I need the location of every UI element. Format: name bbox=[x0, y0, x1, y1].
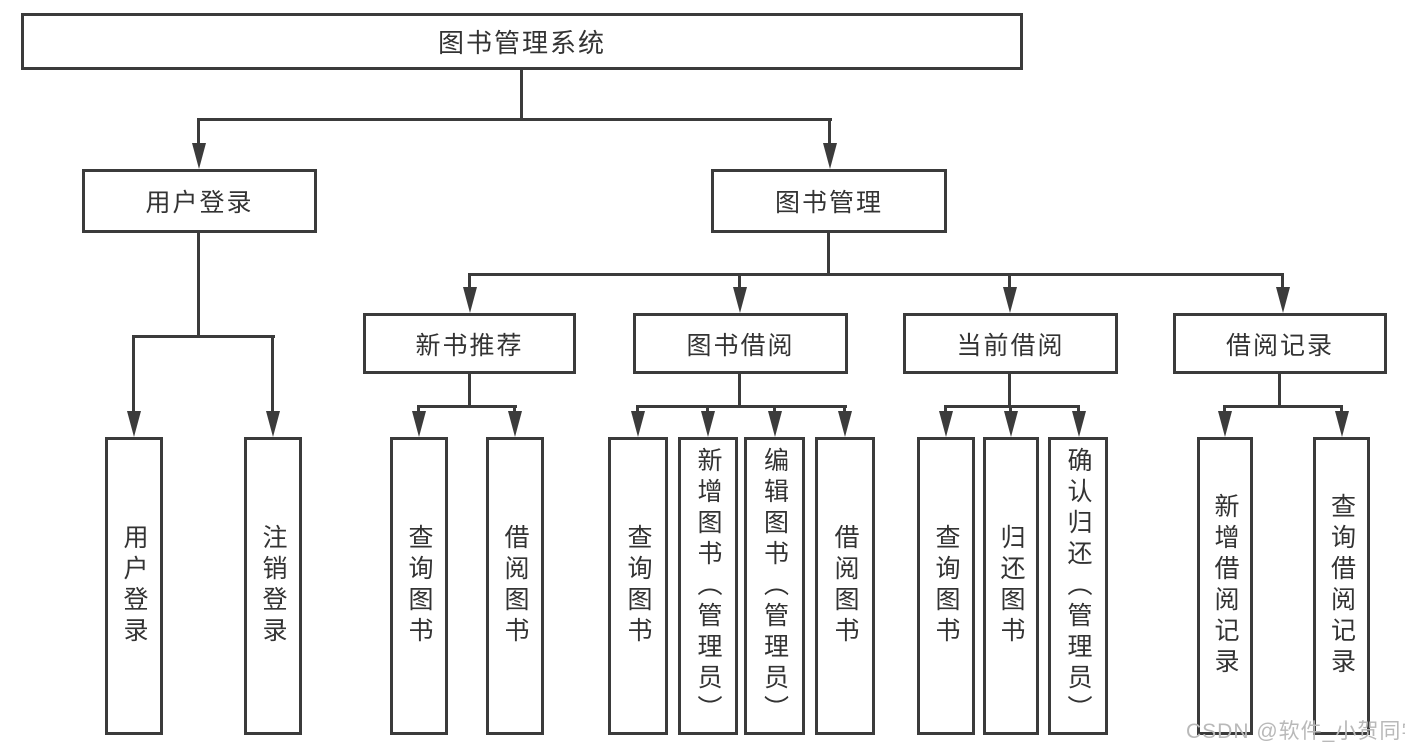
node-label: 借阅图书 bbox=[501, 524, 529, 648]
branch-line-root bbox=[197, 118, 832, 121]
arrow-down-icon-to-book-borrow bbox=[732, 273, 747, 313]
node-label: 图书管理系统 bbox=[437, 28, 606, 58]
node-current-borrowing: 当前借阅 bbox=[903, 313, 1118, 374]
branch-line-book-management bbox=[468, 273, 1284, 276]
stem-line-borrow-records bbox=[1278, 371, 1281, 408]
node-label: 确认归还（管理员） bbox=[1064, 446, 1092, 726]
stem-line-user-login bbox=[197, 231, 200, 338]
arrow-down-icon-bb-query bbox=[630, 405, 645, 437]
node-label: 用户登录 bbox=[120, 524, 148, 648]
node-label: 查询图书 bbox=[624, 524, 652, 648]
branch-line-borrow-records bbox=[1223, 405, 1343, 408]
node-book-borrowing: 图书借阅 bbox=[633, 313, 848, 374]
arrow-down-icon-cb-query bbox=[938, 405, 953, 437]
leaf-return-books: 归还图书 bbox=[983, 437, 1039, 735]
node-label: 当前借阅 bbox=[956, 331, 1065, 360]
branch-line-current-borrow bbox=[944, 405, 1080, 408]
node-label: 新增图书（管理员） bbox=[694, 446, 722, 726]
arrow-down-icon-nb-query bbox=[411, 405, 426, 437]
arrow-down-icon-to-new-book bbox=[462, 273, 477, 313]
leaf-logout-login: 注销登录 bbox=[244, 437, 302, 735]
stem-line-book-management bbox=[827, 231, 830, 276]
arrow-down-icon-bb-edit bbox=[767, 405, 782, 437]
leaf-query-books-current: 查询图书 bbox=[917, 437, 975, 735]
branch-line-new-book bbox=[417, 405, 517, 408]
leaf-user-login: 用户登录 bbox=[105, 437, 163, 735]
arrow-down-icon-to-leaf-user-login bbox=[126, 335, 141, 437]
arrow-down-icon-cb-return bbox=[1003, 405, 1018, 437]
leaf-borrow-books-newbook: 借阅图书 bbox=[486, 437, 544, 735]
stem-line-current-borrow bbox=[1008, 371, 1011, 408]
arrow-down-icon-to-user-login bbox=[191, 118, 206, 169]
stem-line-book-borrow bbox=[738, 371, 741, 408]
node-label: 编辑图书（管理员） bbox=[760, 446, 789, 726]
node-label: 借阅记录 bbox=[1225, 331, 1334, 360]
node-label: 图书管理 bbox=[774, 189, 883, 217]
node-label: 图书借阅 bbox=[686, 331, 795, 360]
node-label: 查询借阅记录 bbox=[1327, 493, 1356, 679]
node-new-book-recommendation: 新书推荐 bbox=[363, 313, 576, 374]
leaf-add-books-admin: 新增图书（管理员） bbox=[678, 437, 738, 735]
node-label: 查询图书 bbox=[932, 524, 960, 648]
leaf-confirm-return-admin: 确认归还（管理员） bbox=[1048, 437, 1108, 735]
branch-line-book-borrow bbox=[636, 405, 847, 408]
node-borrowing-records: 借阅记录 bbox=[1173, 313, 1387, 374]
arrow-down-icon-to-leaf-logout bbox=[265, 335, 280, 437]
leaf-borrow-books-borrow: 借阅图书 bbox=[815, 437, 875, 735]
node-label: 用户登录 bbox=[145, 189, 254, 217]
leaf-edit-books-admin: 编辑图书（管理员） bbox=[744, 437, 805, 735]
arrow-down-icon-bb-borrow bbox=[837, 405, 852, 437]
node-label: 归还图书 bbox=[997, 524, 1025, 648]
node-label: 注销登录 bbox=[259, 524, 287, 648]
arrow-down-icon-to-borrow-records bbox=[1275, 273, 1290, 313]
arrow-down-icon-to-current-borrow bbox=[1002, 273, 1017, 313]
node-label: 借阅图书 bbox=[831, 524, 859, 648]
node-label: 新书推荐 bbox=[415, 331, 524, 360]
leaf-query-borrow-record: 查询借阅记录 bbox=[1313, 437, 1370, 735]
node-user-login: 用户登录 bbox=[82, 169, 317, 233]
stem-line-root bbox=[520, 68, 523, 118]
branch-line-user-login bbox=[132, 335, 275, 338]
node-label: 查询图书 bbox=[405, 524, 433, 648]
arrow-down-icon-br-query bbox=[1334, 405, 1349, 437]
leaf-query-books-newbook: 查询图书 bbox=[390, 437, 448, 735]
arrow-down-icon-cb-confirm bbox=[1071, 405, 1086, 437]
arrow-down-icon-bb-add bbox=[700, 405, 715, 437]
leaf-query-books-borrow: 查询图书 bbox=[608, 437, 668, 735]
node-book-management: 图书管理 bbox=[711, 169, 947, 233]
arrow-down-icon-to-book-management bbox=[822, 118, 837, 169]
arrow-down-icon-br-add bbox=[1217, 405, 1232, 437]
leaf-add-borrow-record: 新增借阅记录 bbox=[1197, 437, 1253, 735]
node-label: 新增借阅记录 bbox=[1211, 493, 1239, 679]
node-library-management-system: 图书管理系统 bbox=[21, 13, 1023, 70]
stem-line-new-book bbox=[468, 371, 471, 408]
arrow-down-icon-nb-borrow bbox=[507, 405, 522, 437]
csdn-watermark: CSDN @软件_小贺同学 bbox=[1186, 720, 1405, 743]
